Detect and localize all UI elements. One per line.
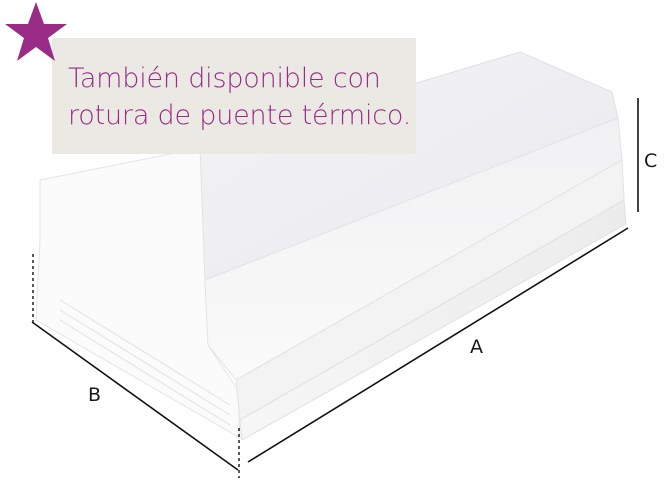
dimension-c-label: C <box>644 150 658 172</box>
dimension-b-line <box>31 321 239 471</box>
note-line-1: También disponible con <box>68 63 381 94</box>
thermal-break-note: También disponible con rotura de puente … <box>52 38 416 154</box>
sill-grooves <box>59 299 231 426</box>
star-icon <box>5 2 67 61</box>
dimension-a-label: A <box>470 336 483 358</box>
dimension-a-line <box>247 227 629 463</box>
note-line-2: rotura de puente térmico. <box>68 100 412 131</box>
dimension-b-label: B <box>88 384 102 406</box>
sill-front-band <box>239 199 627 441</box>
